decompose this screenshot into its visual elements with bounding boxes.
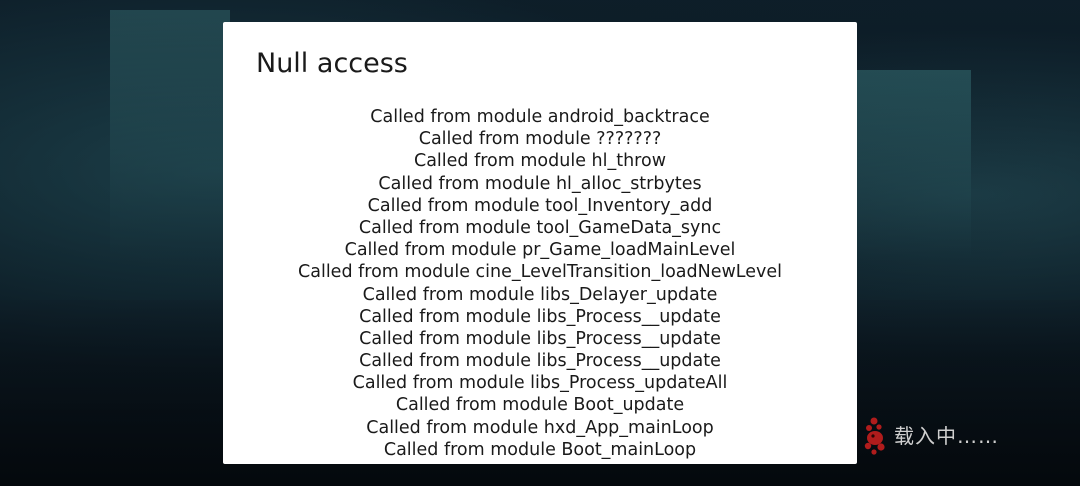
stack-trace-line: Called from module libs_Process__update [359, 328, 721, 349]
dialog-title: Null access [256, 48, 408, 79]
stack-trace-line: Called from module tool_Inventory_add [367, 195, 713, 216]
error-dialog: Null access Called from module android_b… [223, 22, 857, 464]
stack-trace-line: Called from module libs_Process__update [359, 306, 721, 327]
game-scenery-left [110, 10, 230, 260]
stack-trace-list: Called from module android_backtrace Cal… [223, 106, 857, 461]
stack-trace-line: Called from module libs_Process__update [359, 351, 721, 372]
stack-trace-line: Called from module tool_GameData_sync [358, 217, 722, 238]
stack-trace-line: Called from module libs_Delayer_update [362, 284, 718, 305]
loading-text: 载入中…… [894, 423, 999, 448]
stack-trace-line: Called from module hl_alloc_strbytes [378, 173, 702, 194]
stack-trace-line: Called from module ??????? [418, 129, 662, 150]
loading-creature-icon [864, 417, 885, 455]
loading-indicator: 载入中…… [860, 412, 999, 456]
stack-trace-line: Called from module hl_throw [413, 151, 667, 172]
stack-trace-line: Called from module hxd_App_mainLoop [366, 417, 714, 438]
game-scenery-right [856, 70, 971, 260]
stack-trace-line: Called from module Boot_update [395, 395, 685, 416]
stack-trace-line: Called from module cine_LevelTransition_… [298, 262, 782, 283]
stack-trace-line: Called from module pr_Game_loadMainLevel [344, 240, 736, 261]
stack-trace-line: Called from module android_backtrace [370, 107, 710, 127]
stack-trace-line: Called from module Boot_mainLoop [383, 439, 697, 460]
stack-trace-line: Called from module libs_Process_updateAl… [352, 373, 728, 394]
